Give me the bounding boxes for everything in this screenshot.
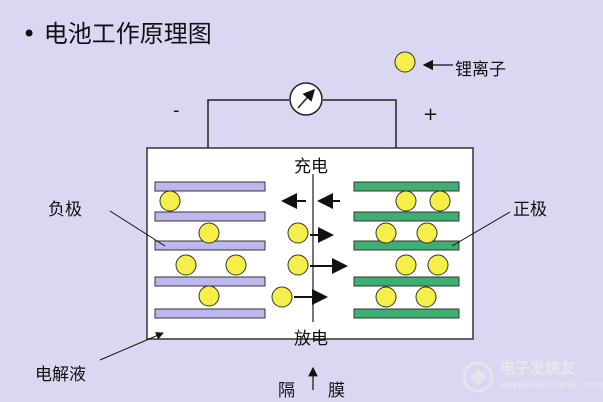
lithium-ion — [416, 222, 438, 244]
lithium-ion — [427, 254, 449, 276]
lithium-ion — [159, 190, 181, 212]
anode-plate — [154, 211, 266, 222]
lithium-ion — [198, 222, 220, 244]
cathode-label: 正极 — [513, 200, 547, 220]
charge-label: 充电 — [294, 157, 328, 177]
watermark-text: 电子发烧友 — [500, 359, 576, 377]
anode-plate — [154, 276, 266, 287]
legend-label: 锂离子 — [455, 60, 506, 80]
anode-plate — [154, 308, 266, 319]
lithium-ion — [198, 285, 220, 307]
anode-pointer — [109, 210, 166, 247]
cathode-plate — [353, 308, 460, 319]
cathode-plate — [353, 276, 460, 287]
positive-sign: + — [423, 104, 439, 125]
cathode-plate — [353, 240, 460, 251]
separator-label-right: 膜 — [328, 381, 345, 401]
lithium-ion — [175, 254, 197, 276]
lithium-ion — [429, 190, 451, 212]
lithium-ion — [395, 190, 417, 212]
lithium-ion — [395, 254, 417, 276]
lithium-ion — [375, 286, 397, 308]
lithium-ion — [415, 286, 437, 308]
galvanometer-icon — [289, 82, 323, 116]
page-title: • 电池工作原理图 — [22, 20, 212, 48]
lithium-ion — [225, 254, 247, 276]
cathode-plate — [353, 181, 460, 192]
lithium-ion — [375, 222, 397, 244]
anode-plate — [154, 181, 266, 192]
watermark-url: www.elecfans.com — [500, 378, 603, 391]
discharge-label: 放电 — [294, 329, 328, 349]
lithium-ion — [271, 286, 293, 308]
watermark-logo-icon — [462, 361, 494, 393]
electrolyte-label: 电解液 — [35, 365, 86, 385]
lithium-ion — [287, 254, 309, 276]
separator-label-left: 隔 — [278, 381, 295, 401]
legend-ion — [394, 51, 416, 73]
anode-plates — [154, 181, 266, 319]
negative-sign: - — [173, 100, 180, 121]
anode-label: 负极 — [48, 200, 82, 220]
cathode-pointer — [451, 211, 511, 247]
electrolyte-pointer — [99, 332, 164, 361]
cathode-plate — [353, 211, 460, 222]
cathode-plates — [353, 181, 460, 319]
lithium-ion — [287, 222, 309, 244]
